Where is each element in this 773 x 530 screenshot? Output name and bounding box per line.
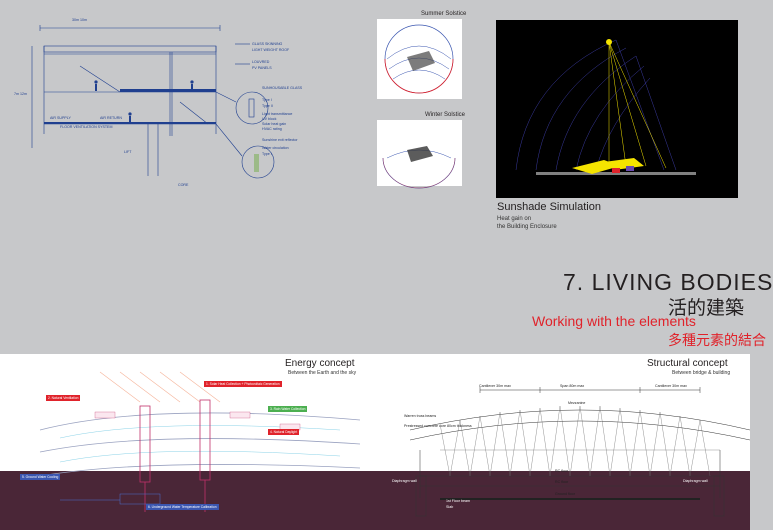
label-glass-skinning: GLASS SKINNING [252,42,283,46]
project-subtitle: Working with the elements [532,313,696,329]
label-core: CORE [178,183,189,187]
project-title-cn: 活的建築 [668,297,745,319]
label-solar-heat: Solar heat gain [262,122,287,126]
energy-box-1: 1. Solar Heat Collection + Photovoltaic … [204,381,282,387]
struct-prestressed-core: Prestressed concrete core 80cm thickness [404,424,472,428]
label-air-supply: AIR SUPPLY [50,116,71,120]
winter-solstice-label: Winter Solstice [425,112,466,118]
project-title: 7. LIVING BODIES [563,269,773,295]
energy-subtitle: Between the Earth and the sky [288,370,357,376]
label-uv-block: UV block [262,117,277,121]
sunshade-title: Sunshade Simulation [497,201,601,213]
label-lift: LIFT [124,150,132,154]
label-roof: LIGHT WEIGHT ROOF [252,48,290,52]
struct-warren-truss: Warren truss beams [404,414,437,418]
label-type-1: Type I [262,98,272,102]
struct-mezzanine: Mezzanine [568,401,586,405]
summer-solstice-label: Summer Solstice [421,11,467,17]
sunshade-simulation-render [496,20,738,198]
label-sunshine-exit: Sunshine exit reflector [262,138,298,142]
energy-box-4: 4. Natural Daylight [268,429,300,435]
energy-title: Energy concept [285,358,355,369]
sunshade-caption-1: Heat gain on [497,216,532,222]
struct-slab: Slab [446,505,454,509]
presentation-board: 30m 10m 7m 12m GLASS SKINNING LIGHT WEIG… [0,11,773,530]
struct-diaphragm-right: Diaphragm wall [683,479,708,483]
dim-side: 7m 12m [14,92,27,96]
dim-top: 30m 10m [72,18,87,22]
struct-rc-floor-1: RC floor [555,469,569,473]
energy-box-6: 6. Underground Water Temperature Calibra… [146,504,219,510]
label-type-2: Type II [262,104,273,108]
label-sunhousable-glass: SUNHOUSABLE GLASS [262,86,303,90]
struct-ground-floor: Ground floor [555,492,575,496]
structure-subtitle: Between bridge & building [672,370,731,376]
struct-span: Span 80m max [560,384,585,388]
structure-title: Structural concept [647,358,728,369]
project-subtitle-cn: 多種元素的結合 [668,333,766,349]
structural-concept-diagram [409,387,751,517]
label-hvac: HVAC rating [262,127,282,131]
winter-solstice-diagram [377,120,462,189]
label-floor-ventilation: FLOOR VENTILATION SYSTEM [60,125,113,129]
struct-rc-floor-2: RC floor [555,480,569,484]
ground-band [0,471,750,530]
label-pv-panels: PV PANELS [252,66,272,70]
energy-box-3: 3. Rain Water Collection [268,406,308,412]
sunshade-caption: Heat gain on the Building Enclosure [497,215,577,231]
building-section-drawing [31,25,275,179]
energy-box-2: 2. Natural Ventilation [46,395,81,401]
label-air-return: AIR RETURN [100,116,122,120]
label-louvred: LOUVRED [252,60,270,64]
struct-cantilever-right: Cantilever 30m max [655,384,687,388]
summer-solstice-diagram [377,19,462,99]
energy-box-5: 5. Ground Water Cooling [20,474,61,480]
label-light-transmittance: Light transmittance [262,112,293,116]
struct-diaphragm-left: Diaphragm wall [392,479,417,483]
label-water-circulation: Water circulation [262,146,289,150]
struct-cantilever-left: Cantilever 30m max [479,384,511,388]
label-type-1b: Type I [262,152,272,156]
struct-1st-floor-beam: 1st Floor beam [446,499,470,503]
sunshade-caption-2: the Building Enclosure [497,224,557,230]
